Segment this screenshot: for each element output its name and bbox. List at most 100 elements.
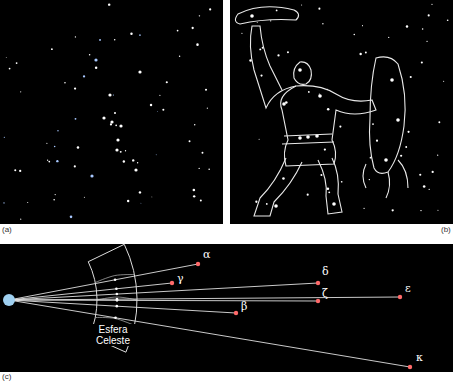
star-dot <box>4 137 5 138</box>
star-dot <box>396 118 400 122</box>
star-dot <box>150 104 152 106</box>
star-letter: α <box>203 249 210 261</box>
projected-star <box>114 278 117 281</box>
star-dot <box>64 82 66 84</box>
star-dot <box>110 123 112 125</box>
star-dot <box>84 197 85 198</box>
star-dot <box>155 154 157 156</box>
star-dot <box>277 54 279 56</box>
star-dot <box>27 202 28 203</box>
star-dot <box>115 148 118 151</box>
star-dot <box>120 151 122 153</box>
star-dot <box>354 34 356 36</box>
star-dot <box>54 146 56 148</box>
star-letter: ε <box>405 283 411 295</box>
star-dot <box>55 194 56 195</box>
star-dot <box>388 37 389 38</box>
star-dot <box>241 33 242 34</box>
star-dot <box>74 165 76 167</box>
star-dot <box>20 91 21 92</box>
star-dot <box>306 135 310 139</box>
star-dot <box>376 140 378 142</box>
star-dot <box>114 39 116 41</box>
star-dot <box>266 203 268 205</box>
star-dot <box>327 108 330 111</box>
star-dot <box>400 155 402 157</box>
star-field <box>3 3 211 219</box>
star-dot <box>408 365 412 369</box>
star-dot <box>298 68 302 72</box>
star-dot <box>196 262 200 266</box>
panel-tag: (b) <box>441 226 451 235</box>
star-dot <box>137 162 138 163</box>
star-dot <box>428 14 430 16</box>
star-dot <box>259 48 261 50</box>
star-dot <box>429 189 430 190</box>
orion-left-leg <box>254 158 302 216</box>
star-dot <box>419 174 421 176</box>
star-dot <box>119 124 122 127</box>
star-dot <box>407 131 409 133</box>
star-dot <box>95 66 97 68</box>
star-dot <box>53 199 55 201</box>
star-dot <box>114 112 116 114</box>
star-dot <box>189 140 191 142</box>
orion-belt <box>282 134 334 144</box>
star-dot <box>56 160 58 162</box>
star-dot <box>320 174 322 176</box>
star-dot <box>423 185 426 188</box>
star-dot <box>209 8 211 10</box>
sight-line <box>9 300 236 313</box>
constellation-stars <box>241 4 448 212</box>
sight-line <box>9 283 318 300</box>
star-dot <box>341 181 343 183</box>
star-dot <box>392 209 394 211</box>
star-letter: δ <box>322 266 329 278</box>
star-dot <box>316 299 320 303</box>
star-dot <box>307 194 309 196</box>
star-dot <box>365 52 367 54</box>
star-dot <box>90 174 93 177</box>
star-dot <box>47 159 48 160</box>
star-dot <box>384 158 388 162</box>
star-dot <box>431 4 432 5</box>
star-dot <box>363 208 364 209</box>
star-dot <box>177 30 179 32</box>
star-dot <box>115 124 117 126</box>
star-dot <box>46 143 47 144</box>
orion-right-leg <box>318 158 342 214</box>
star-dot <box>301 4 302 5</box>
star-dot <box>125 150 126 151</box>
star-dot <box>318 8 320 10</box>
star-dot <box>89 54 91 56</box>
star-dot <box>20 219 21 220</box>
star-dot <box>16 62 18 64</box>
star-letter: β <box>241 301 247 313</box>
star-dot <box>447 19 449 21</box>
star-dot <box>316 281 320 285</box>
orion-skin-fringe <box>363 160 408 198</box>
star-dot <box>123 160 125 162</box>
star-dot <box>162 109 164 111</box>
star-dot <box>57 130 58 131</box>
star-dot <box>108 93 111 96</box>
star-dot <box>77 146 79 148</box>
celestial-sphere-panel <box>0 244 453 372</box>
orion-figure <box>235 7 408 216</box>
star-dot <box>422 28 423 29</box>
star-dot <box>270 20 271 21</box>
star-dot <box>426 41 427 42</box>
star-dot <box>199 15 200 16</box>
star-dot <box>159 95 160 96</box>
star-dot <box>113 94 114 95</box>
star-dot <box>332 202 336 206</box>
star-dot <box>437 155 438 156</box>
sight-line <box>9 297 400 300</box>
star-dot <box>3 202 4 203</box>
orion-raised-arm <box>250 26 296 108</box>
star-dot <box>108 3 110 5</box>
star-dot <box>194 124 195 125</box>
